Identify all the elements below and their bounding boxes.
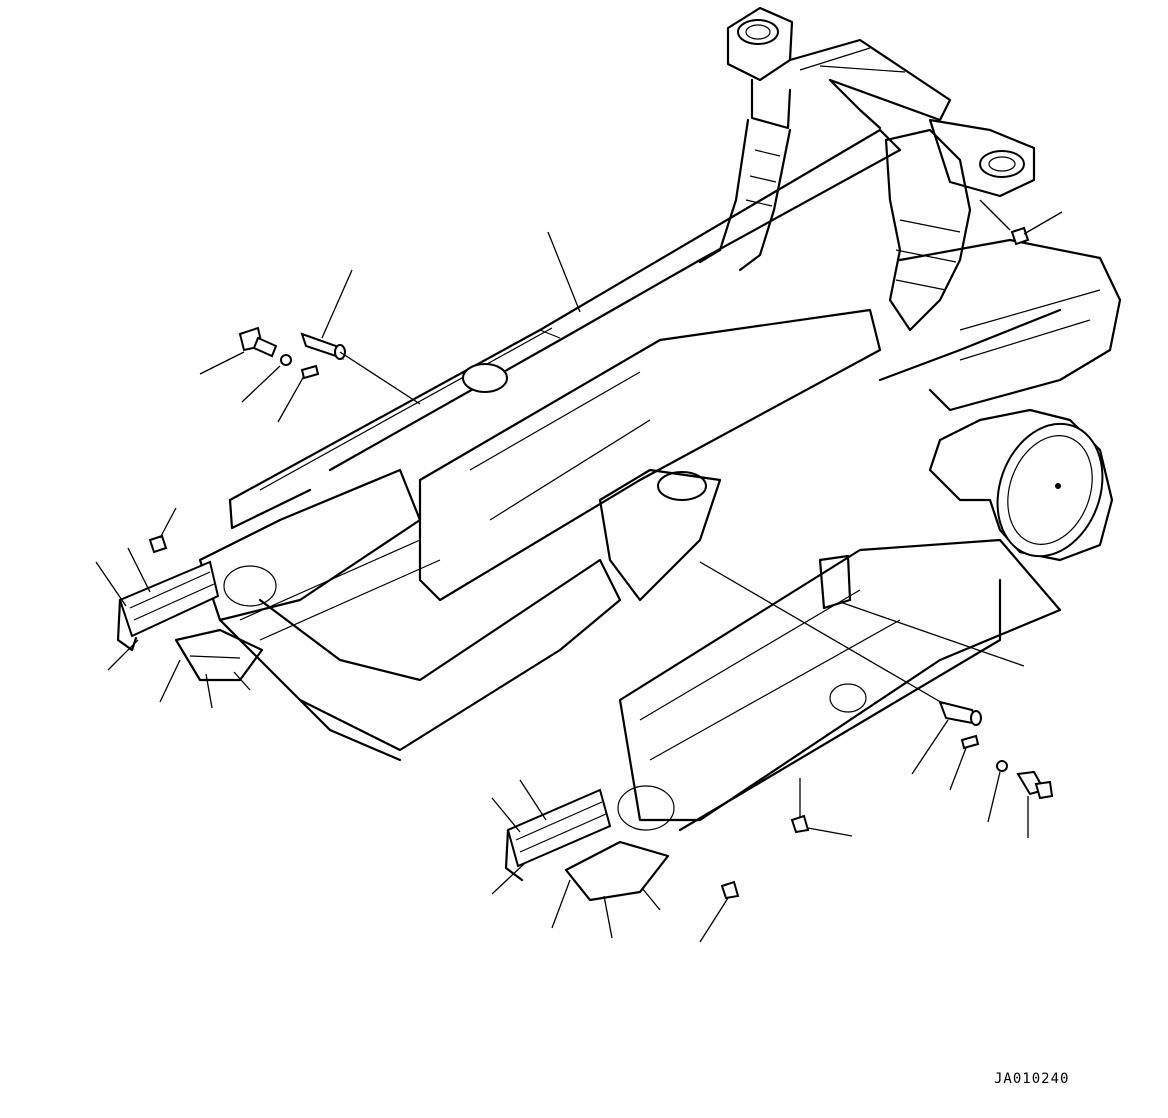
center-frame-plate — [418, 308, 882, 602]
washer-right — [996, 760, 1008, 772]
pin-left — [300, 332, 346, 360]
plug-right-2 — [720, 880, 740, 900]
rear-cross-beam — [788, 38, 952, 130]
bolt-right — [1016, 770, 1054, 800]
upper-side-beam — [228, 128, 902, 530]
plate-right — [960, 734, 980, 750]
pin-right — [938, 700, 982, 726]
plate-left — [300, 364, 320, 380]
left-track-frame — [198, 468, 622, 762]
right-cross-member — [878, 238, 1122, 412]
right-track-frame — [618, 538, 1062, 832]
callout-leaders — [95, 199, 1063, 943]
plug-top-right — [1010, 226, 1030, 246]
plug-left — [148, 534, 168, 554]
left-idler-yoke-upper — [116, 560, 277, 682]
final-drive-hub — [928, 408, 1114, 562]
rear-mount-tower — [698, 6, 794, 272]
washer-left — [280, 354, 292, 366]
right-rear-mount-tower — [884, 118, 1036, 332]
drawing-code: JA010240 — [994, 1071, 1070, 1087]
bolt-left — [238, 326, 278, 358]
plug-right-1 — [790, 814, 810, 834]
right-idler-yoke-lower — [504, 785, 675, 902]
